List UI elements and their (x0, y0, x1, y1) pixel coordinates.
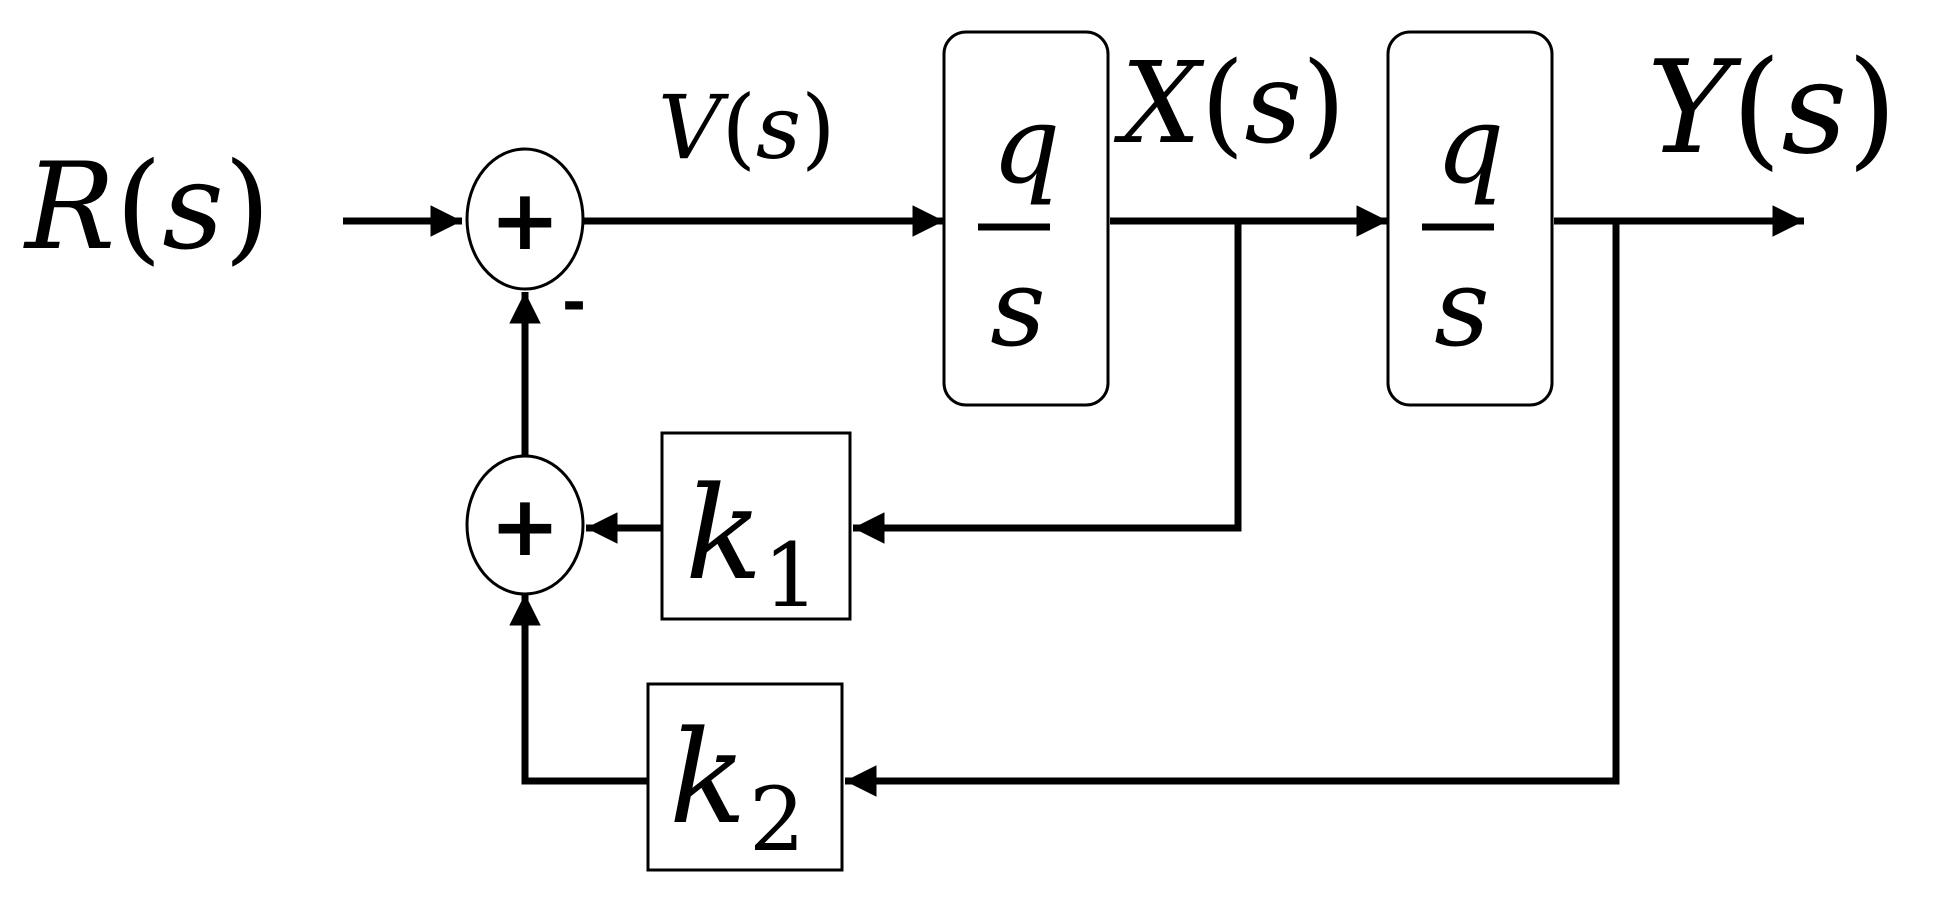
integrator-block-2: q s (1386, 30, 1554, 407)
integrator-1-numerator: q (991, 83, 1060, 208)
x-label: X(s) (1113, 39, 1346, 169)
integrator-2-numerator: q (1435, 83, 1504, 208)
y-feedback-wire (845, 221, 1620, 797)
gain-k2-symbol: k (669, 704, 747, 853)
gain-k1-symbol: k (685, 460, 763, 609)
gain-block-k2: k 2 (646, 682, 844, 872)
output-label: Y(s) (1647, 34, 1897, 183)
x-feedback-wire (853, 221, 1242, 544)
main-summing-junction: + - (465, 147, 586, 336)
input-label: R(s) (23, 138, 271, 277)
main-sum-minus-sign: - (562, 268, 586, 336)
gain-block-k1: k 1 (660, 431, 852, 627)
gain-k1-subscript: 1 (763, 524, 819, 627)
integrator-2-denominator: s (1434, 246, 1489, 371)
signal-wires (343, 205, 1804, 797)
feedback-summing-junction: + (465, 454, 585, 596)
integrator-1-denominator: s (990, 246, 1045, 371)
integrator-block-1: q s (942, 30, 1110, 407)
k2-to-sum-wire (509, 594, 648, 785)
main-sum-plus: + (490, 171, 560, 269)
feedback-sum-plus: + (490, 477, 560, 575)
gain-k2-subscript: 2 (749, 768, 805, 871)
v-label: V(s) (658, 76, 835, 179)
